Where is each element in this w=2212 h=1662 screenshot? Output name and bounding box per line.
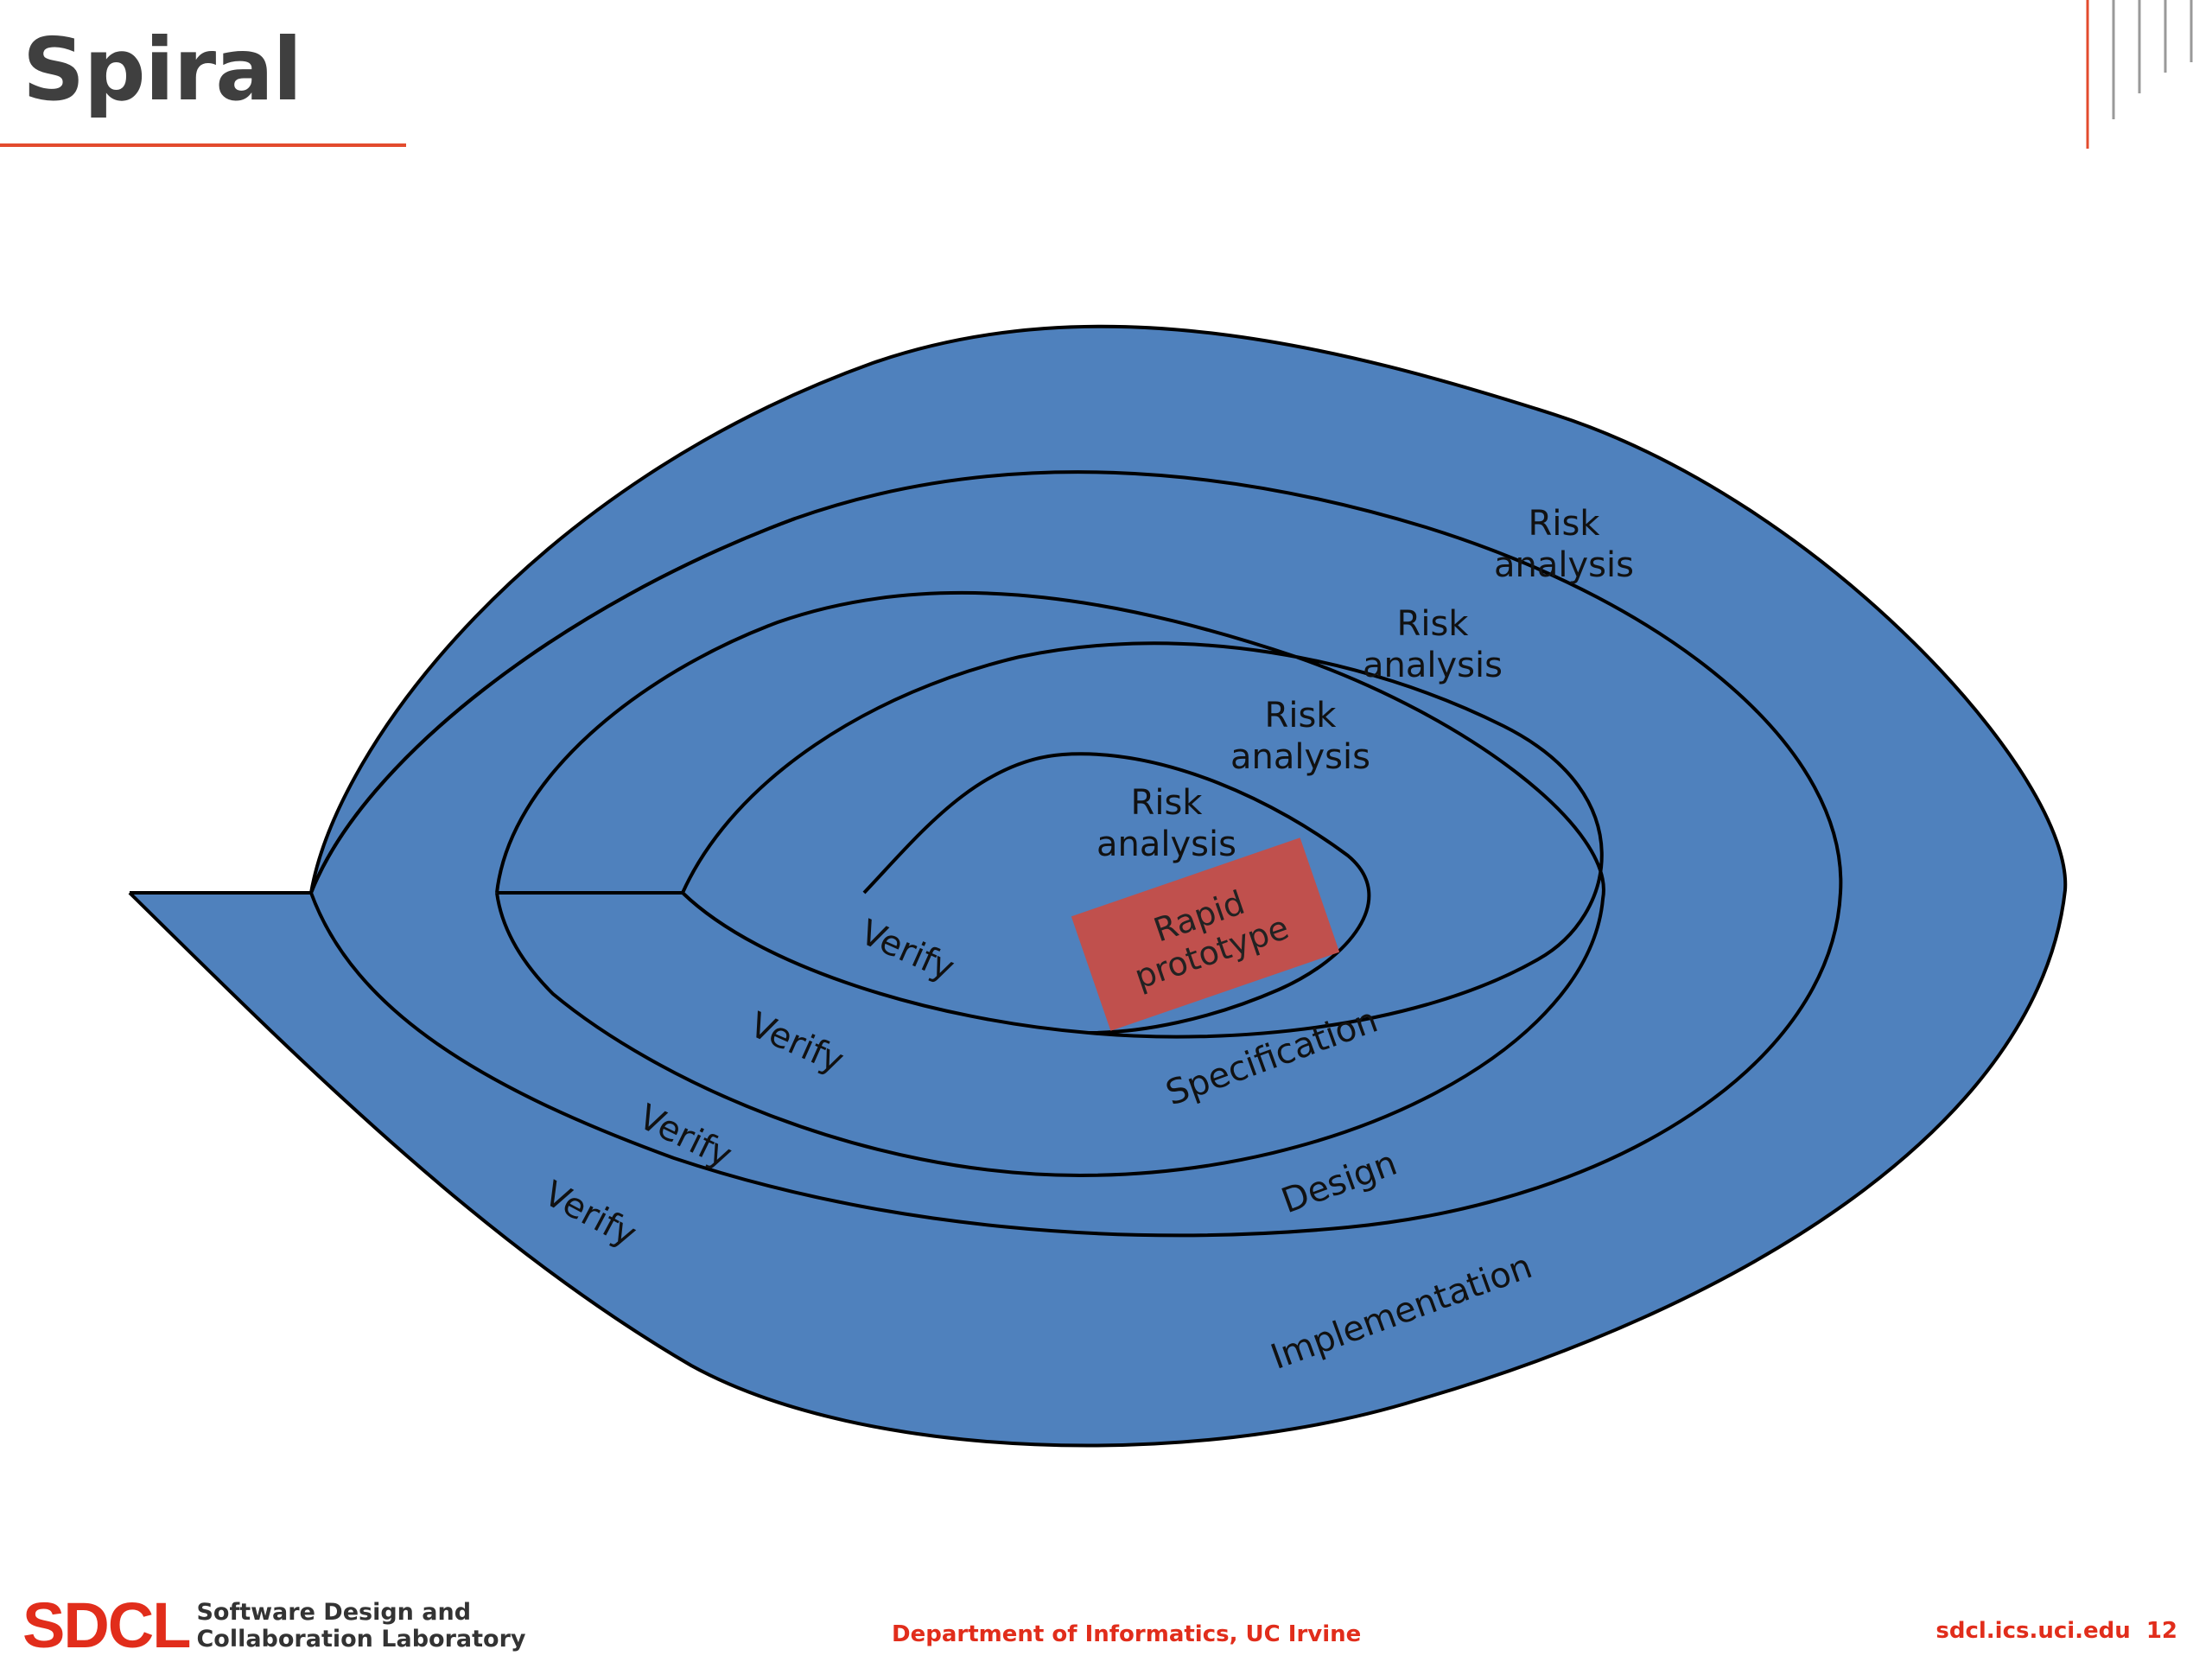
- spiral-line-3: [309, 517, 796, 894]
- lab-full-name: Software Design and Collaboration Labora…: [196, 1598, 526, 1652]
- slide-title: Spiral: [22, 19, 302, 120]
- title-underline: [0, 143, 406, 147]
- corner-decoration: [2086, 0, 2193, 149]
- page-number: 12: [2145, 1618, 2177, 1644]
- spiral-line-inner: [862, 752, 1371, 1035]
- spiral-band-3: [495, 590, 1605, 1178]
- footer-department: Department of Informatics, UC Irvine: [892, 1621, 1362, 1647]
- footer-url: sdcl.ics.uci.edu: [1936, 1618, 2131, 1644]
- risk-analysis-3: Risk analysis: [1363, 604, 1503, 685]
- lab-abbreviation: SDCL: [22, 1589, 191, 1661]
- risk-analysis-inner: Risk analysis: [1096, 783, 1236, 864]
- footer-url-block: sdcl.ics.uci.edu 12: [1936, 1618, 2177, 1644]
- risk-analysis-outer: Risk analysis: [1494, 504, 1634, 585]
- risk-analysis-2: Risk analysis: [1230, 696, 1370, 777]
- lab-logo: SDCL Software Design and Collaboration L…: [22, 1589, 526, 1662]
